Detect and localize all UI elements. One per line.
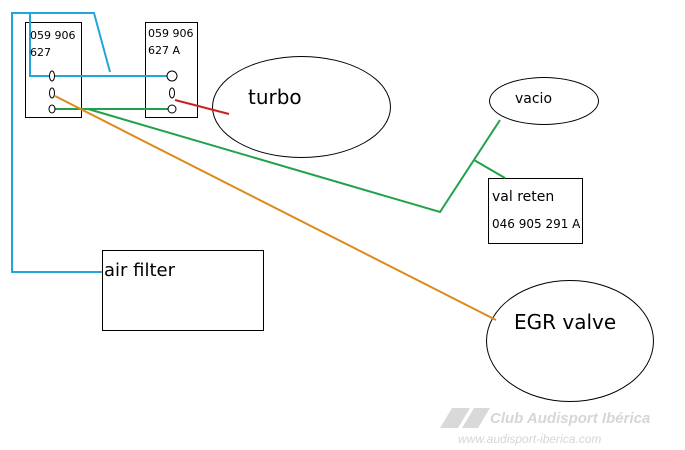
valve-a-port-1 [49,70,55,82]
orange-hose-egr [54,95,497,321]
watermark-title: Club Audisport Ibérica [490,410,651,427]
check-valve-box [488,178,583,244]
egr-valve-ellipse [486,280,654,402]
valve-b-label-line1: 059 906 [148,27,194,40]
valve-b-box [145,22,198,118]
egr-valve-label: EGR valve [514,310,617,334]
check-valve-label-line2: 046 905 291 A [492,217,581,231]
green-hose-to-check-valve [473,159,506,179]
valve-b-label-line2: 627 A [148,44,181,57]
turbo-ellipse [212,56,391,158]
valve-a-label-line2: 627 [30,46,51,59]
blue-hose-left-run [11,12,102,273]
valve-b-port-3 [167,104,177,114]
green-hose-to-vacio [87,108,501,214]
valve-a-label-line1: 059 906 [30,29,76,42]
watermark-url: www.audisport-iberica.com [458,432,602,446]
valve-a-box [25,22,82,118]
air-filter-box [102,250,264,331]
vacio-ellipse [489,77,599,125]
air-filter-label: air filter [104,260,176,281]
valve-b-port-1 [166,70,178,82]
turbo-label: turbo [248,85,302,109]
vacio-label: vacio [515,91,553,107]
valve-a-port-3 [48,104,56,114]
check-valve-label-line1: val reten [492,189,555,205]
valve-b-port-2 [169,87,175,99]
valve-a-port-2 [49,87,55,99]
red-hose-turbo [174,99,230,115]
